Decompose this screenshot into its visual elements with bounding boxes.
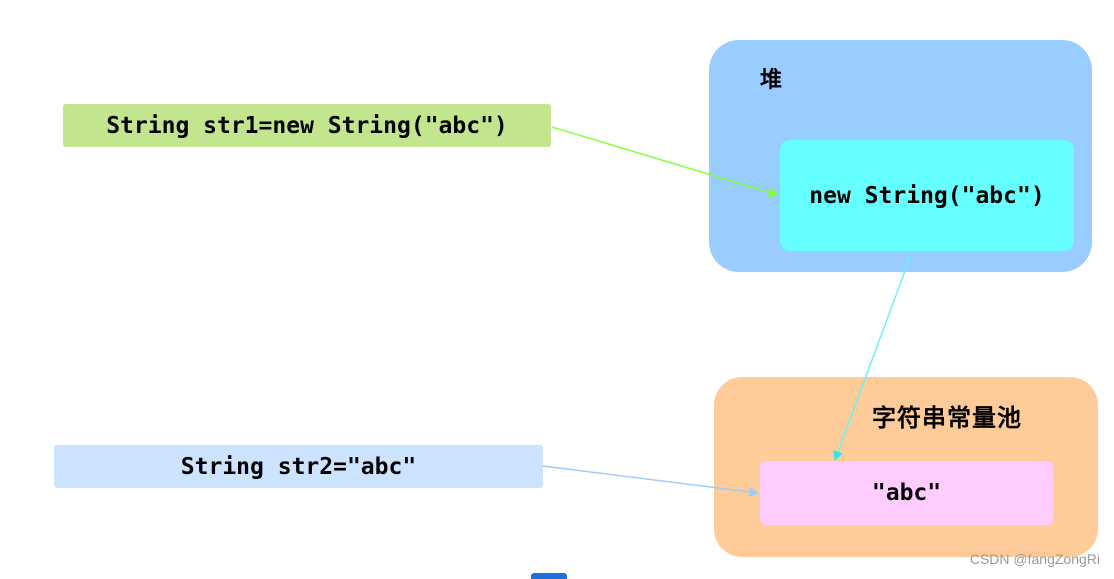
string-constant-pool-title: 字符串常量池 <box>872 403 1022 432</box>
heap-title: 堆 <box>760 67 783 93</box>
pool-literal-abc: "abc" <box>760 461 1053 525</box>
heap-string-object: new String("abc") <box>780 140 1074 251</box>
watermark: CSDN @fangZongRi <box>969 551 1100 567</box>
arrow-str2-to-pool <box>542 465 759 497</box>
code-str2-box: String str2="abc" <box>54 445 543 488</box>
arrow-heap-to-pool <box>833 251 913 461</box>
arrow-str1-to-heap <box>551 126 779 198</box>
code-str1-box: String str1=new String("abc") <box>63 104 551 147</box>
toolbar-chip <box>531 573 567 579</box>
